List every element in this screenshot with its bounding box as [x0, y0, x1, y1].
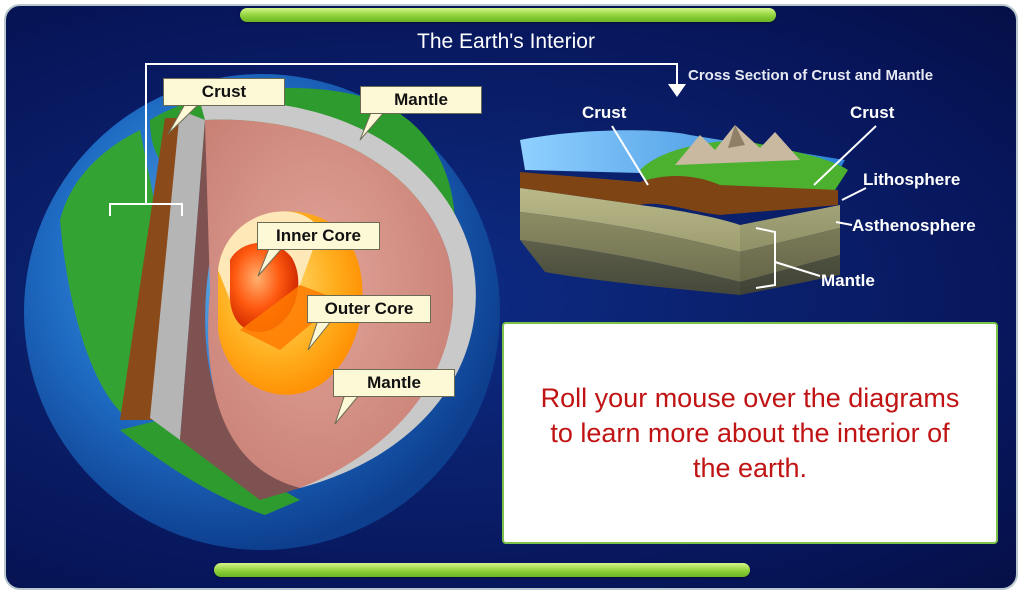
callout-outer-core[interactable]: Outer Core [307, 295, 431, 323]
label-asthenosphere[interactable]: Asthenosphere [852, 216, 976, 235]
page-title: The Earth's Interior [417, 30, 595, 53]
bottom-green-bar [214, 563, 750, 577]
callout-crust[interactable]: Crust [163, 78, 285, 106]
info-message: Roll your mouse over the diagrams to lea… [540, 382, 960, 483]
info-box: Roll your mouse over the diagrams to lea… [502, 322, 998, 544]
callout-mantle-bottom[interactable]: Mantle [333, 369, 455, 397]
crust-connector [109, 63, 678, 216]
label-crust-left[interactable]: Crust [582, 103, 627, 122]
callout-inner-core[interactable]: Inner Core [257, 222, 380, 250]
cross-section-title: Cross Section of Crust and Mantle [688, 67, 934, 84]
callout-mantle-top[interactable]: Mantle [360, 86, 482, 114]
label-lithosphere[interactable]: Lithosphere [863, 170, 961, 189]
label-mantle[interactable]: Mantle [821, 271, 875, 290]
connector-arrow-icon [668, 84, 686, 97]
cross-section-leaders [611, 125, 877, 289]
label-crust-right[interactable]: Crust [850, 103, 895, 122]
top-green-bar [240, 8, 776, 22]
cross-section-block[interactable] [520, 125, 848, 295]
